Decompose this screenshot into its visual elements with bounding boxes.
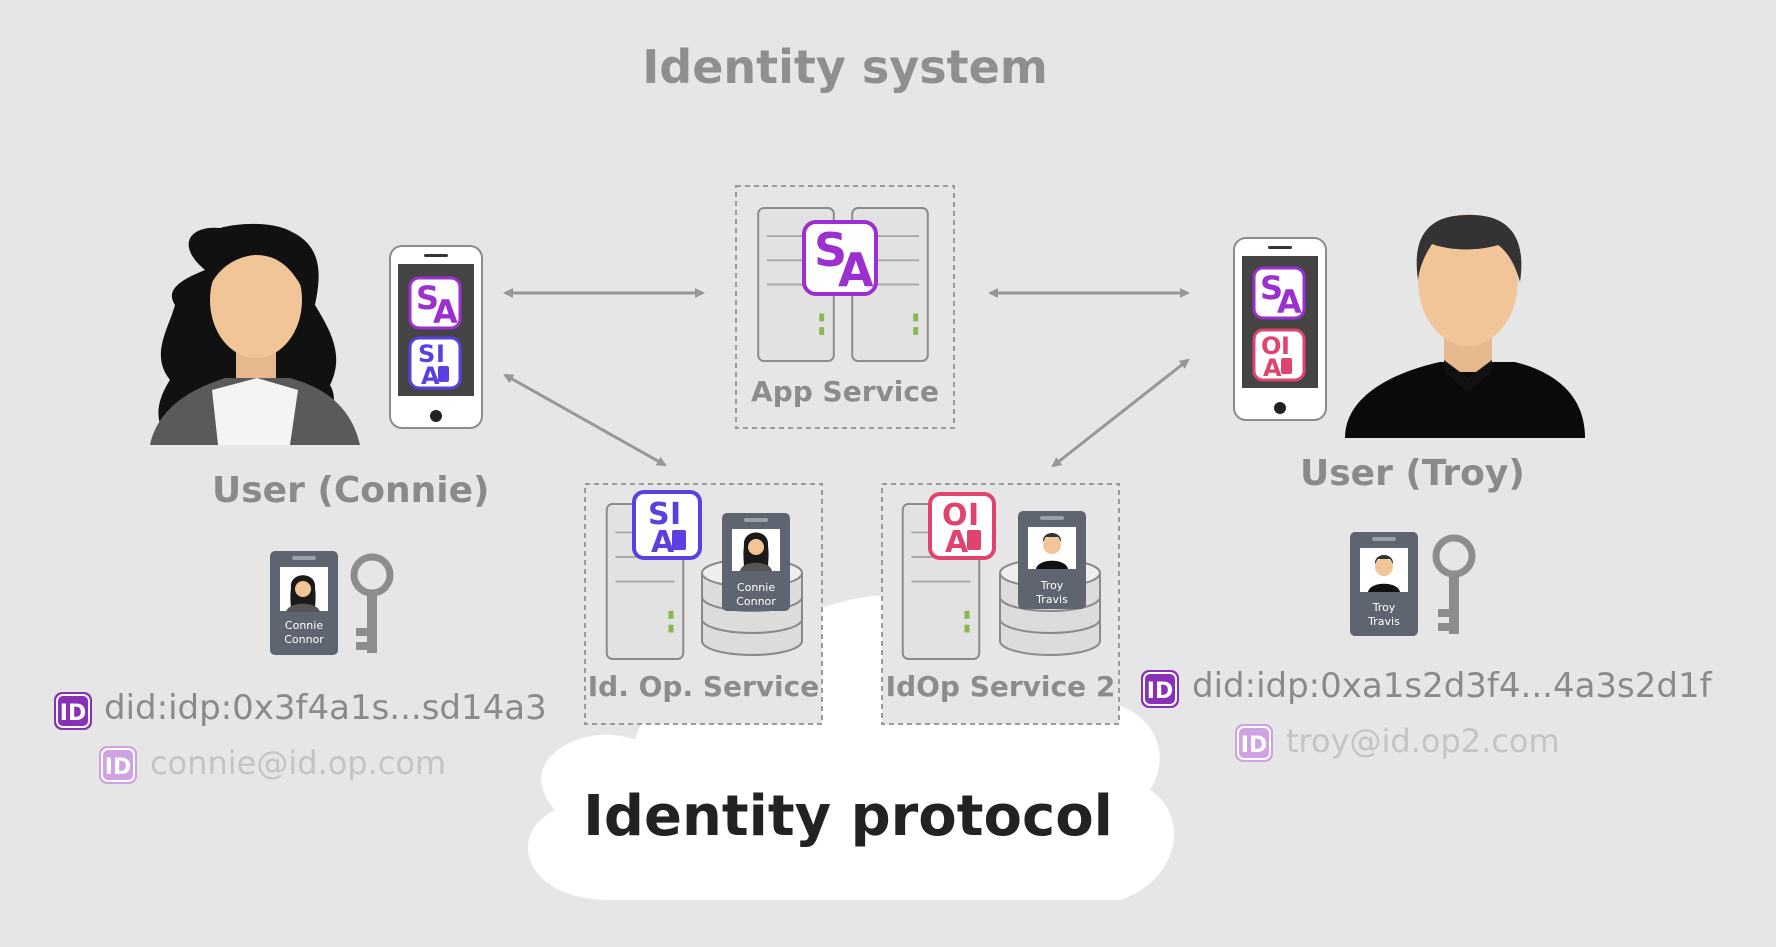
svg-text:A: A [838, 243, 874, 297]
troy-id-card: Troy Travis [1350, 532, 1418, 636]
svg-text:I: I [968, 498, 979, 533]
troy-key-icon [1432, 534, 1476, 634]
svg-text:I: I [670, 497, 681, 532]
svg-text:I: I [1281, 332, 1290, 360]
svg-text:A: A [945, 525, 969, 560]
idop-service-badge: S I A [632, 490, 702, 560]
identity-protocol-label: Identity protocol [583, 784, 1113, 849]
idop2-card-first: Troy [1040, 579, 1064, 592]
troy-user-label: User (Troy) [1300, 453, 1525, 494]
troy-card-last: Travis [1367, 615, 1400, 628]
connie-avatar [150, 223, 360, 445]
svg-text:A: A [651, 525, 675, 560]
idop-card-first: Connie [737, 581, 775, 594]
svg-text:A: A [433, 293, 458, 331]
connie-phone-app-badge: S A [408, 276, 462, 331]
troy-phone-app-badge: S A [1252, 266, 1306, 321]
idop2-card-last: Travis [1035, 593, 1068, 606]
connections [503, 288, 1190, 468]
idop-connie-card: Connie Connor [722, 513, 790, 611]
troy-did-id-icon: ID [1141, 670, 1179, 708]
connie-email-id-icon: ID [99, 746, 137, 784]
connie-user-label: User (Connie) [212, 470, 490, 511]
idop-card-last: Connor [736, 595, 776, 608]
svg-text:S: S [416, 279, 439, 317]
svg-text:ID: ID [1241, 733, 1267, 758]
app-service-label: App Service [751, 375, 939, 408]
svg-text:S: S [814, 223, 847, 277]
svg-text:I: I [436, 340, 445, 368]
diagram-title: Identity system [642, 40, 1048, 94]
connie-card-last: Connor [284, 633, 324, 646]
arrow-connie-idop [503, 373, 667, 467]
connie-key-icon [350, 553, 394, 653]
arrow-idop2-troy [1051, 358, 1190, 468]
connie-email: connie@id.op.com [150, 744, 447, 782]
troy-did: did:idp:0xa1s2d3f4...4a3s2d1f [1192, 666, 1712, 706]
svg-text:ID: ID [60, 701, 86, 726]
troy-email: troy@id.op2.com [1286, 722, 1560, 760]
idop2-service-badge: O I A [928, 492, 996, 560]
svg-text:S: S [648, 497, 670, 532]
connie-did: did:idp:0x3f4a1s...sd14a3 [104, 688, 547, 728]
svg-text:A: A [1263, 354, 1282, 382]
troy-email-id-icon: ID [1235, 724, 1273, 762]
svg-text:ID: ID [105, 755, 131, 780]
troy-phone-idop2-badge: O I A [1252, 328, 1306, 382]
svg-text:A: A [1277, 283, 1302, 321]
svg-text:O: O [942, 498, 968, 533]
connie-did-id-icon: ID [54, 692, 92, 730]
connie-card-first: Connie [285, 619, 323, 632]
svg-text:S: S [418, 340, 435, 368]
troy-avatar [1345, 214, 1585, 438]
svg-text:S: S [1260, 269, 1283, 307]
svg-text:A: A [421, 362, 440, 390]
connie-id-card: Connie Connor [270, 551, 338, 655]
svg-text:ID: ID [1147, 679, 1173, 704]
troy-card-first: Troy [1372, 601, 1396, 614]
app-service-badge: S A [802, 220, 878, 297]
svg-text:O: O [1261, 332, 1281, 360]
connie-phone-idop-badge: S I A [408, 336, 462, 390]
app-service-box [735, 185, 955, 429]
idop2-troy-card: Troy Travis [1018, 511, 1086, 609]
idop-service-label: Id. Op. Service [587, 670, 820, 703]
idop2-service-label: IdOp Service 2 [885, 670, 1116, 703]
